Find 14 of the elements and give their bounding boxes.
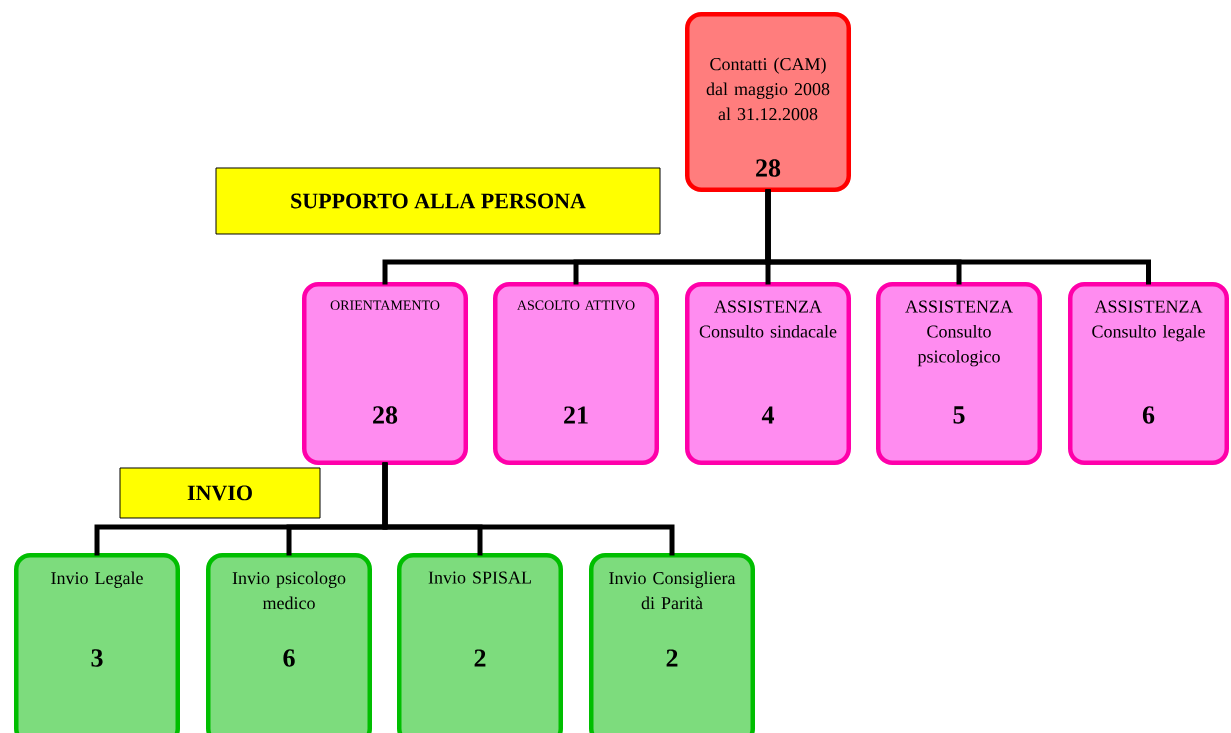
org-box: ASSISTENZA Consulto sindacale 4 — [685, 282, 851, 465]
org-box: Contatti (CAM) dal maggio 2008 al 31.12.2008 28 — [685, 12, 851, 192]
org-box: Invio SPISAL 2 — [397, 553, 563, 733]
org-box: ASSISTENZA Consulto psicologico 5 — [876, 282, 1042, 465]
org-box: ASSISTENZA Consulto legale 6 — [1068, 282, 1229, 465]
org-box: Invio psicologo medico 6 — [206, 553, 372, 733]
heading-box: INVIO — [119, 467, 321, 519]
org-box: Invio Consigliera di Parità 2 — [589, 553, 755, 733]
heading-box: SUPPORTO ALLA PERSONA — [215, 167, 661, 235]
org-box: Invio Legale 3 — [14, 553, 180, 733]
org-box: ASCOLTO ATTIVO 21 — [493, 282, 659, 465]
org-box: ORIENTAMENTO 28 — [302, 282, 468, 465]
connector-line — [382, 462, 675, 556]
connector-line — [765, 189, 1151, 285]
